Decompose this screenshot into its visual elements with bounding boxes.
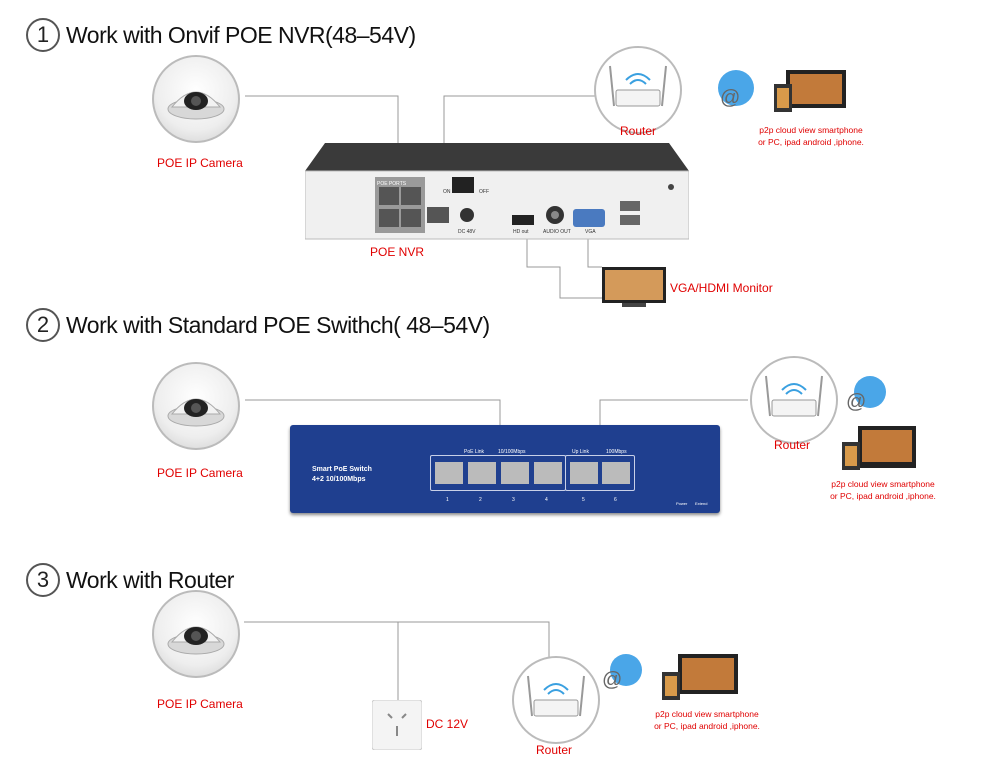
poe-nvr-device: POE PORTS ON OFF DC 48V HD out AUDIO OUT… [304,143,690,248]
camera-label: POE IP Camera [157,697,243,711]
router-image [594,46,682,134]
nvr-label: POE NVR [370,245,425,259]
uplink-port-group [565,455,635,491]
dome-camera-icon [167,398,225,427]
ethernet-port [435,462,463,484]
cloud-devices-icon: @ [842,376,916,470]
camera-label: POE IP Camera [157,466,243,480]
camera-label: POE IP Camera [157,156,243,170]
section-heading: Work with Router [66,566,234,593]
poe-switch-device: Smart PoE Switch 4+2 10/100Mbps PoE Link… [290,425,720,513]
ethernet-port [534,462,562,484]
cloud-devices-icon: @ [602,654,738,700]
monitor-icon [602,267,666,307]
poe-camera-image [152,55,240,143]
power-socket-icon [372,700,422,750]
nvr-graphic [304,143,690,240]
section-3-title: 3 Work with Router [26,563,234,597]
router-label: Router [620,124,657,138]
dome-camera-icon [167,626,225,655]
router-label: Router [536,743,573,757]
svg-text:@: @ [602,669,622,691]
poe-camera-image [152,590,240,678]
dc-label: DC 12V [426,717,469,731]
svg-text:@: @ [720,87,740,109]
p2p-note: p2p cloud view smartphone or PC, ipad an… [758,125,864,147]
router-image [512,656,600,744]
dome-camera-icon [167,91,225,120]
wifi-router-icon [765,375,823,417]
router-label: Router [774,438,811,452]
poe-port-group [430,455,566,491]
section-heading: Work with Standard POE Swithch( 48–54V) [66,311,490,338]
ethernet-port [570,462,598,484]
ethernet-port [468,462,496,484]
p2p-note: p2p cloud view smartphone or PC, ipad an… [830,479,936,501]
router-image [750,356,838,444]
ethernet-port [602,462,630,484]
section-number: 1 [26,18,60,52]
monitor-label: VGA/HDMI Monitor [670,281,773,295]
poe-camera-image [152,362,240,450]
ethernet-port [501,462,529,484]
section-number: 3 [26,563,60,597]
wifi-router-icon [609,65,667,107]
section-2-title: 2 Work with Standard POE Swithch( 48–54V… [26,308,490,342]
wifi-router-icon [527,675,585,717]
section-1-title: 1 Work with Onvif POE NVR(48–54V) [26,18,416,52]
p2p-note: p2p cloud view smartphone or PC, ipad an… [654,709,760,731]
section-number: 2 [26,308,60,342]
section-heading: Work with Onvif POE NVR(48–54V) [66,21,416,48]
cloud-devices-icon: @ [718,70,846,112]
svg-text:@: @ [846,391,866,413]
